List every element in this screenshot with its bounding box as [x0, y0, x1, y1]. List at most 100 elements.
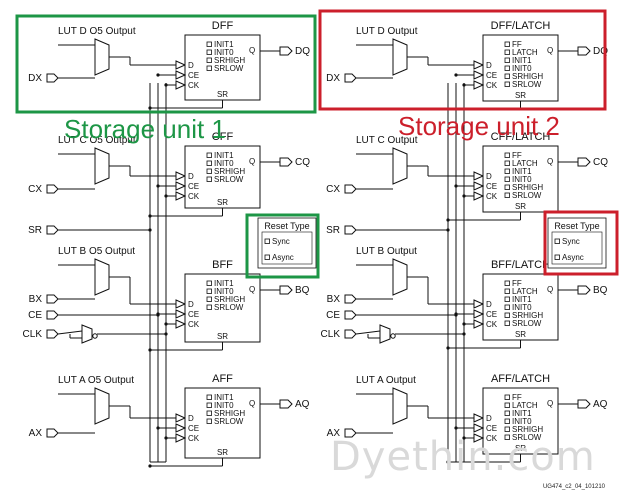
pin-ce: CE — [486, 310, 497, 319]
d-pin-arrow — [175, 60, 187, 70]
ff-option: SRHIGH — [214, 295, 245, 304]
input-port-icon — [344, 184, 357, 194]
figure-id: UG474_c2_04_101210 — [543, 484, 606, 490]
checkbox-icon — [206, 394, 212, 400]
reset-type-2-highlight — [543, 210, 619, 276]
checkbox-icon — [504, 81, 510, 87]
input-port-icon — [46, 184, 59, 194]
ck-pin-arrow — [473, 191, 485, 201]
checkbox-icon — [206, 402, 212, 408]
input-label: DX — [28, 73, 42, 84]
reset-sync-option: Sync — [272, 237, 290, 246]
pin-ck: CK — [188, 434, 200, 443]
checkbox-icon — [504, 65, 510, 71]
input-port-icon — [344, 428, 357, 438]
lut-mux-icon — [94, 38, 110, 76]
input-label: CLK — [321, 329, 341, 340]
output-port-icon — [577, 157, 591, 167]
d-pin-arrow — [175, 171, 187, 181]
output-port-icon — [279, 46, 293, 56]
junction-dot — [148, 464, 152, 468]
pin-sr: SR — [515, 202, 526, 211]
lut-mux-icon — [94, 258, 110, 296]
watermark: Dyethin.com — [330, 434, 596, 480]
pin-d: D — [188, 300, 194, 309]
pin-ce: CE — [188, 182, 199, 191]
flip-flop-title: AFF/LATCH — [491, 373, 550, 385]
inverter-bubble-icon — [92, 333, 98, 339]
ce-pin-arrow — [175, 423, 187, 433]
ff-option: INIT1 — [512, 56, 532, 65]
pin-ck: CK — [486, 434, 498, 443]
pin-ce: CE — [188, 71, 199, 80]
storage-unit-1-caption: Storage unit 1 — [64, 114, 226, 144]
ff-option: SRLOW — [512, 80, 542, 89]
lut-label: LUT D O5 Output — [58, 26, 136, 37]
input-port-icon — [344, 310, 357, 320]
pin-sr: SR — [217, 448, 228, 457]
checkbox-icon — [504, 184, 510, 190]
input-label: SR — [326, 225, 340, 236]
reset-type-inner — [551, 231, 603, 265]
checkbox-icon — [206, 296, 212, 302]
ff-option: SRLOW — [512, 433, 542, 442]
ff-option: FF — [512, 40, 522, 49]
output-port-icon — [577, 399, 591, 409]
junction-dot — [156, 312, 160, 316]
lut-mux-icon — [392, 147, 408, 185]
pin-d: D — [486, 414, 492, 423]
ff-option: INIT0 — [512, 303, 532, 312]
ff-option: SRLOW — [214, 417, 244, 426]
input-label: AX — [29, 428, 43, 439]
flip-flop-box — [482, 145, 559, 213]
pin-ce: CE — [486, 71, 497, 80]
input-label: CE — [28, 310, 42, 321]
input-port-icon — [344, 329, 357, 339]
checkbox-icon — [504, 160, 510, 166]
checkbox-icon — [504, 192, 510, 198]
checkbox-icon — [504, 49, 510, 55]
storage-unit-2-caption: Storage unit 2 — [398, 111, 560, 141]
pin-ck: CK — [188, 81, 200, 90]
pin-ck: CK — [486, 320, 498, 329]
input-label: BX — [29, 294, 43, 305]
ce-pin-arrow — [473, 70, 485, 80]
checkbox-icon — [206, 418, 212, 424]
checkbox-icon — [206, 152, 212, 158]
junction-dot — [454, 73, 458, 77]
ff-option: SRLOW — [214, 64, 244, 73]
d-pin-arrow — [175, 413, 187, 423]
lut-label: LUT A Output — [356, 375, 416, 386]
lut-label: LUT D Output — [356, 26, 418, 37]
checkbox-icon — [504, 410, 510, 416]
reset-async-option: Async — [562, 253, 584, 262]
checkbox-icon — [504, 152, 510, 158]
flip-flop-title: CFF — [212, 131, 234, 143]
checkbox-icon — [206, 410, 212, 416]
junction-dot — [462, 194, 466, 198]
ff-option: SRHIGH — [512, 72, 543, 81]
checkbox-icon — [504, 41, 510, 47]
junction-dot — [156, 426, 160, 430]
flip-flop-title: DFF/LATCH — [491, 20, 551, 32]
ck-pin-arrow — [175, 80, 187, 90]
output-label: BQ — [593, 285, 608, 296]
storage-unit-2-highlight — [318, 9, 607, 111]
output-port-icon — [279, 399, 293, 409]
ff-option: SRLOW — [512, 191, 542, 200]
checkbox-icon — [554, 238, 560, 244]
output-label: AQ — [593, 399, 608, 410]
lut-mux-icon — [392, 387, 408, 425]
checkbox-icon — [504, 320, 510, 326]
ck-pin-arrow — [473, 80, 485, 90]
lut-label: LUT B Output — [356, 246, 417, 257]
flip-flop-box — [184, 145, 261, 209]
ff-option: INIT0 — [512, 175, 532, 184]
flip-flop-box — [482, 387, 559, 455]
junction-dot — [164, 322, 168, 326]
d-pin-arrow — [175, 299, 187, 309]
d-pin-arrow — [473, 60, 485, 70]
input-label: DX — [326, 73, 340, 84]
junction-dot — [164, 194, 168, 198]
junction-dot — [148, 214, 152, 218]
